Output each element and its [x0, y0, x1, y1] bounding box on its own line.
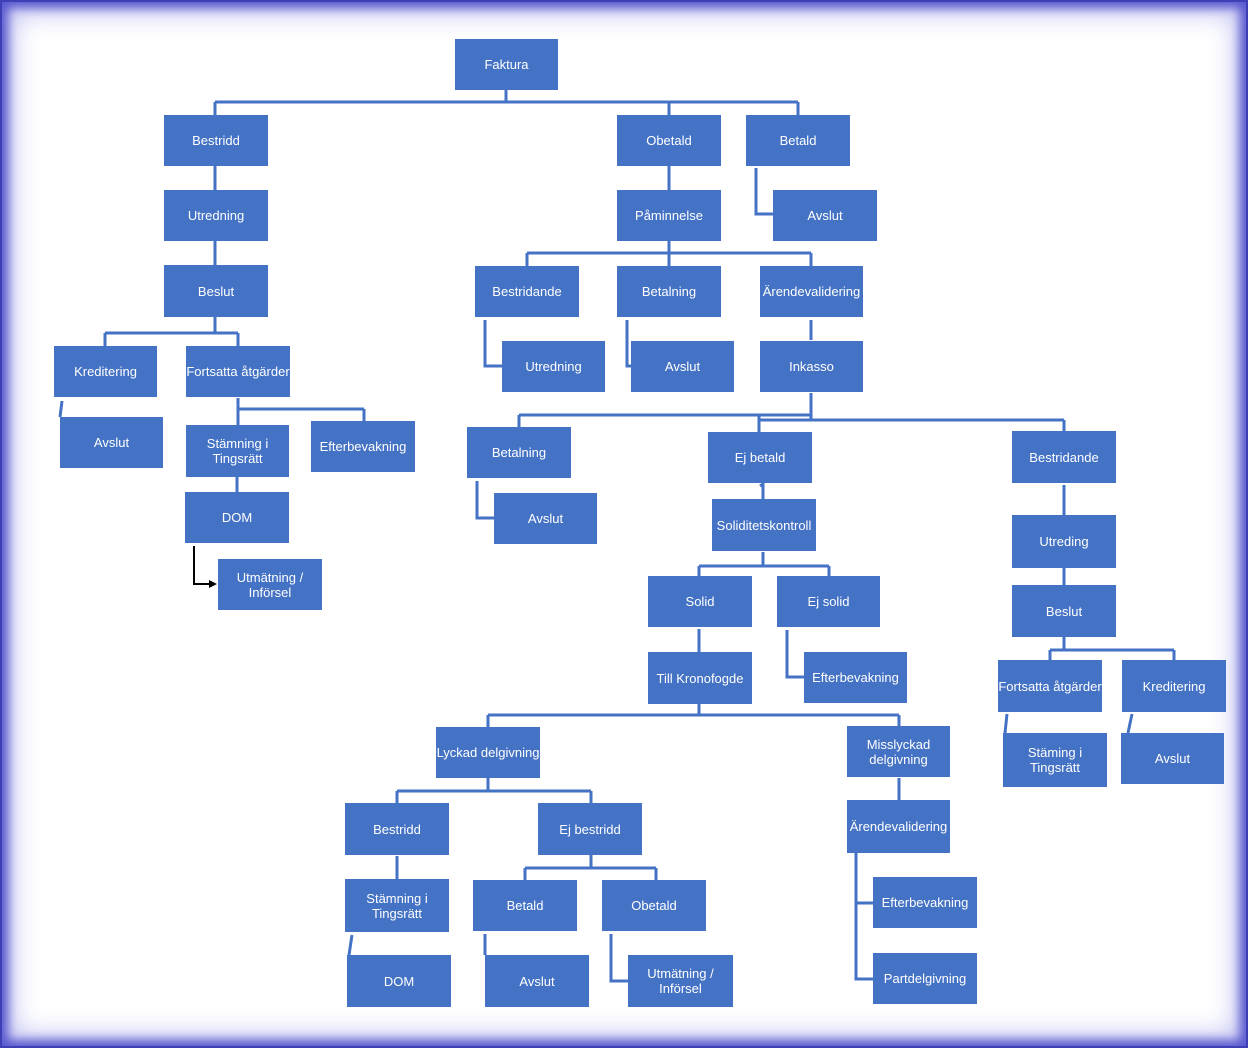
- inkasso-betalning-node: Betalning: [467, 427, 571, 478]
- ej-betald-node: Ej betald: [708, 432, 812, 483]
- utmatning-node: Utmätning / Införsel: [218, 559, 322, 610]
- solid-node: Solid: [648, 576, 752, 627]
- kreditering-right-avslut-node: Avslut: [1121, 733, 1224, 784]
- kf-arendevalidering-node: Ärendevalidering: [847, 800, 950, 853]
- kreditering-node: Kreditering: [54, 346, 157, 397]
- bestridande-node: Bestridande: [475, 266, 579, 317]
- kf-utmatning-node: Utmätning / Införsel: [628, 955, 733, 1007]
- faktura-node: Faktura: [455, 39, 558, 90]
- misslyckad-delgivning-node: Misslyckad delgivning: [847, 726, 950, 777]
- bestridd-node: Bestridd: [164, 115, 268, 166]
- inkasso-betalning-avslut-node: Avslut: [494, 493, 597, 544]
- inkasso-node: Inkasso: [760, 341, 863, 392]
- dom-node: DOM: [185, 492, 289, 543]
- betalning-node: Betalning: [617, 266, 721, 317]
- efterbevakning-node: Efterbevakning: [311, 421, 415, 472]
- betald-avslut-node: Avslut: [773, 190, 877, 241]
- ej-solid-node: Ej solid: [777, 576, 880, 627]
- utreding-node: Utreding: [1012, 515, 1116, 568]
- bestridande-utredning-node: Utredning: [502, 341, 605, 392]
- kf-bestridd-node: Bestridd: [345, 803, 449, 855]
- betalning-avslut-node: Avslut: [631, 341, 734, 392]
- kf-obetald-node: Obetald: [602, 880, 706, 931]
- ej-solid-efterbevakning-node: Efterbevakning: [804, 652, 907, 703]
- soliditetskontroll-node: Soliditetskontroll: [712, 499, 816, 551]
- staming-node: Stäming i Tingsrätt: [1003, 733, 1107, 787]
- kf-betald-node: Betald: [473, 880, 577, 931]
- kf-efterbevakning-node: Efterbevakning: [873, 877, 977, 928]
- till-kronofogde-node: Till Kronofogde: [648, 652, 752, 704]
- lyckad-delgivning-node: Lyckad delgivning: [436, 727, 540, 778]
- stamning-node: Stämning i Tingsrätt: [186, 425, 289, 477]
- obetald-node: Obetald: [617, 115, 721, 166]
- beslut-right-node: Beslut: [1012, 585, 1116, 637]
- betald-node: Betald: [746, 115, 850, 166]
- kf-stamning-node: Stämning i Tingsrätt: [345, 879, 449, 932]
- ej-bestridd-node: Ej bestridd: [538, 803, 642, 855]
- beslut-node: Beslut: [164, 265, 268, 317]
- kreditering-avslut-node: Avslut: [60, 417, 163, 468]
- fortsatta-atgarder-right-node: Fortsatta åtgärder: [998, 660, 1102, 712]
- utredning-node: Utredning: [164, 190, 268, 241]
- fortsatta-atgarder-node: Fortsatta åtgärder: [186, 346, 290, 397]
- bestridande-right-node: Bestridande: [1012, 431, 1116, 483]
- arendevalidering-node: Ärendevalidering: [760, 266, 863, 317]
- kf-dom-node: DOM: [347, 955, 451, 1007]
- kf-betald-avslut-node: Avslut: [485, 955, 589, 1007]
- paminnelse-node: Påminnelse: [617, 190, 721, 241]
- partdelgivning-node: Partdelgivning: [873, 953, 977, 1004]
- kreditering-right-node: Kreditering: [1122, 660, 1226, 712]
